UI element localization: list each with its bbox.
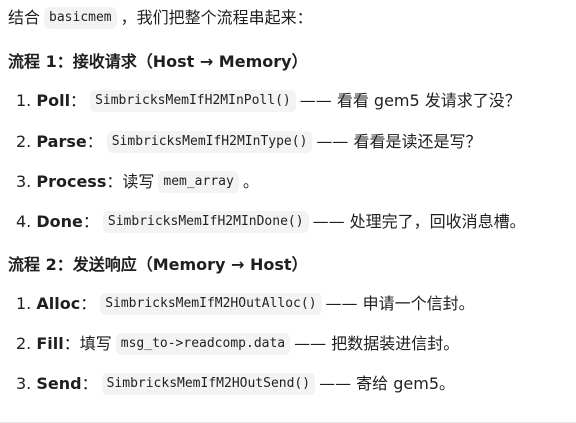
item-separator: ：: [82, 212, 99, 231]
item-code: SimbricksMemIfM2HOutSend(): [101, 373, 316, 395]
intro-prefix: 结合: [8, 8, 41, 27]
section1-heading: 流程 1：接收请求（Host → Memory）: [8, 47, 576, 77]
item-number: 1.: [16, 91, 32, 110]
item-separator: ：: [86, 132, 103, 151]
item-label: Parse: [36, 132, 87, 151]
section2-title: 流程 2：发送响应（Memory → Host）: [8, 255, 308, 274]
item-separator: ：填写: [63, 334, 112, 353]
intro-suffix: ，我们把整个流程串起来：: [120, 8, 313, 27]
item-code: msg_to->readcomp.data: [115, 333, 291, 355]
section1-title: 流程 1：接收请求（Host → Memory）: [8, 52, 308, 71]
section2-item-1: 1. Alloc： SimbricksMemIfM2HOutAlloc() ——…: [16, 289, 576, 319]
item-label: Fill: [36, 334, 64, 353]
item-code: SimbricksMemIfH2MInPoll(): [90, 90, 296, 112]
item-code: SimbricksMemIfM2HOutAlloc(): [100, 293, 322, 315]
section1-item-3: 3. Process：读写 mem_array 。: [16, 167, 576, 197]
item-code: mem_array: [158, 171, 239, 193]
item-number: 4.: [16, 212, 32, 231]
item-separator: ：读写: [106, 172, 155, 191]
item-number: 3.: [16, 374, 32, 393]
section2-item-2: 2. Fill：填写 msg_to->readcomp.data —— 把数据装…: [16, 329, 576, 359]
item-number: 1.: [16, 294, 32, 313]
item-label: Done: [36, 212, 83, 231]
section1-item-1: 1. Poll： SimbricksMemIfH2MInPoll() —— 看看…: [16, 86, 576, 116]
item-code: SimbricksMemIfH2MInDone(): [102, 211, 309, 233]
section2-item-3: 3. Send： SimbricksMemIfM2HOutSend() —— 寄…: [16, 369, 576, 399]
item-separator: ：: [70, 91, 87, 110]
item-separator: ：: [80, 294, 97, 313]
item-number: 2.: [16, 334, 32, 353]
item-text: —— 申请一个信封。: [325, 294, 475, 313]
item-label: Alloc: [36, 294, 81, 313]
item-text: —— 把数据装进信封。: [294, 334, 460, 353]
section1-item-2: 2. Parse： SimbricksMemIfH2MInType() —— 看…: [16, 127, 576, 157]
item-text: —— 寄给 gem5。: [319, 374, 456, 393]
item-number: 3.: [16, 172, 32, 191]
item-text: 。: [242, 172, 259, 191]
section2-heading: 流程 2：发送响应（Memory → Host）: [8, 250, 576, 280]
item-text: —— 处理完了，回收消息槽。: [312, 212, 526, 231]
item-label: Process: [36, 172, 107, 191]
item-text: —— 看看是读还是写？: [316, 132, 482, 151]
section1-item-4: 4. Done： SimbricksMemIfH2MInDone() —— 处理…: [16, 207, 576, 237]
item-label: Poll: [36, 91, 71, 110]
item-separator: ：: [81, 374, 98, 393]
item-text: —— 看看 gem5 发请求了没？: [299, 91, 521, 110]
item-label: Send: [36, 374, 82, 393]
intro-code: basicmem: [44, 7, 117, 29]
intro-line: 结合 basicmem ，我们把整个流程串起来：: [8, 3, 576, 33]
item-number: 2.: [16, 132, 32, 151]
item-code: SimbricksMemIfH2MInType(): [106, 131, 313, 153]
